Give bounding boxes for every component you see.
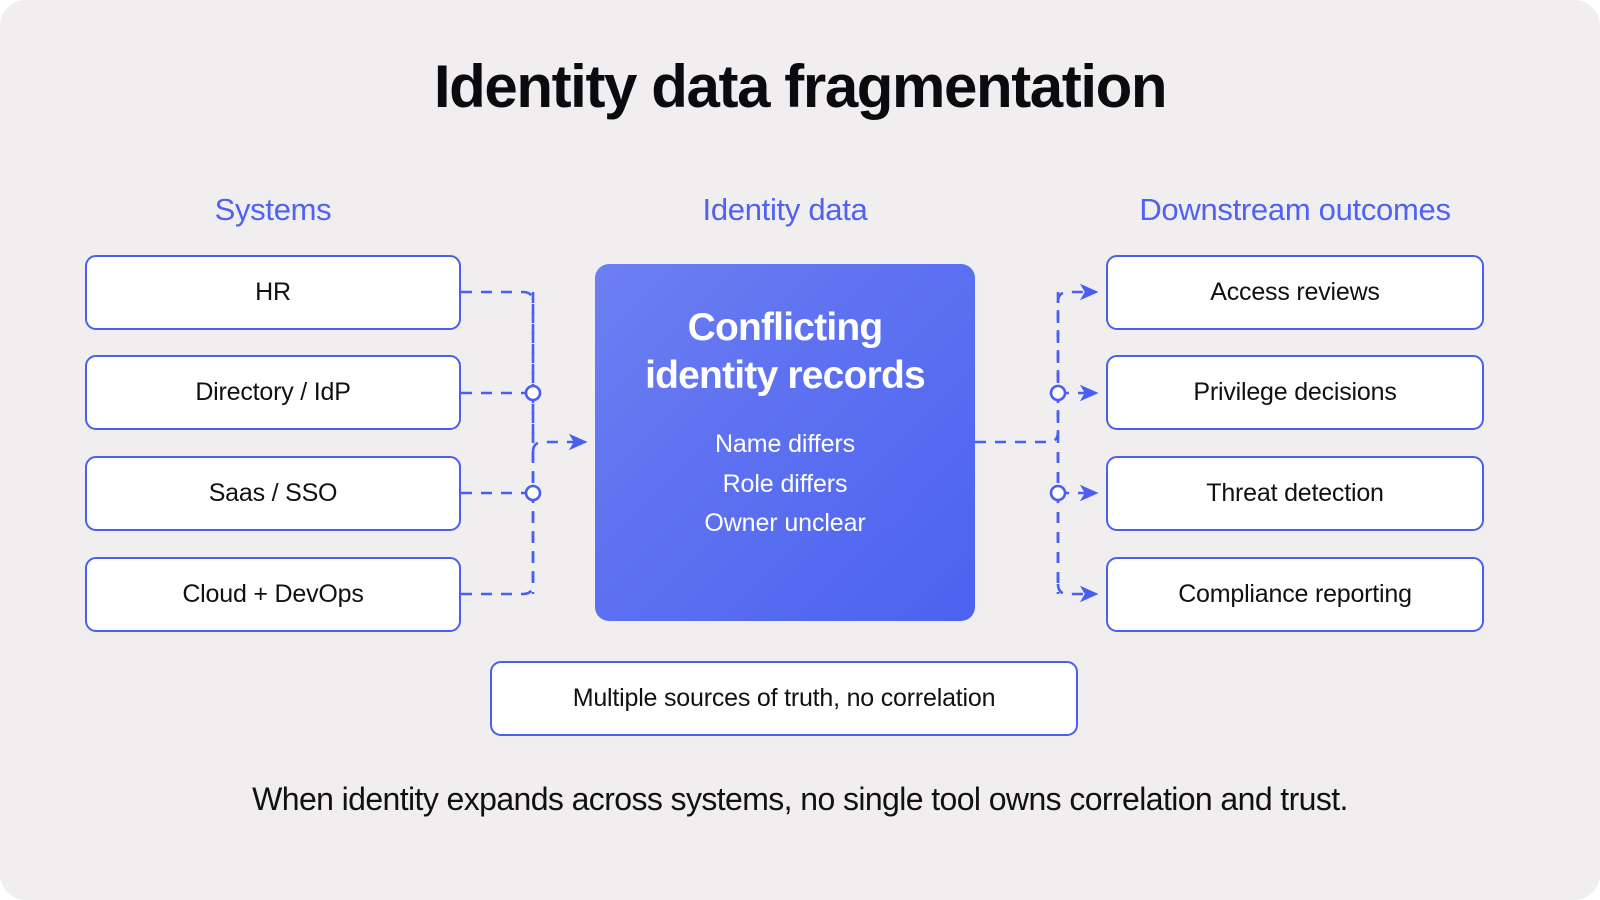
junction-dot-right-lower xyxy=(1049,484,1067,502)
wire-systems-to-hub xyxy=(531,433,588,453)
wire-systems-hr xyxy=(461,290,535,436)
column-heading-systems: Systems xyxy=(214,192,332,227)
system-node-hr[interactable]: HR xyxy=(85,255,461,330)
wire-systems-cloud xyxy=(461,452,535,596)
system-node-directory-idp[interactable]: Directory / IdP xyxy=(85,355,461,430)
caption-box: Multiple sources of truth, no correlatio… xyxy=(490,661,1078,736)
column-heading-downstream-outcomes: Downstream outcomes xyxy=(1139,192,1451,227)
junction-dot-left-upper xyxy=(524,384,542,402)
hub-detail-item: Owner unclear xyxy=(704,509,866,538)
system-node-cloud-devops[interactable]: Cloud + DevOps xyxy=(85,557,461,632)
column-heading-identity-data: Identity data xyxy=(702,192,868,227)
page-title: Identity data fragmentation xyxy=(433,53,1168,120)
outcome-node-privilege-decisions[interactable]: Privilege decisions xyxy=(1106,355,1484,430)
junction-dot-right-upper xyxy=(1049,384,1067,402)
junction-dot-left-lower xyxy=(524,484,542,502)
wire-hub-to-bus xyxy=(975,302,1060,444)
system-node-saas-sso[interactable]: Saas / SSO xyxy=(85,456,461,531)
hub-detail-item: Name differs xyxy=(714,430,856,459)
hub-detail-list: Name differs Role differs Owner unclear xyxy=(704,425,865,544)
outcome-node-access-reviews[interactable]: Access reviews xyxy=(1106,255,1484,330)
wire-outcome-compliance-reporting xyxy=(1056,583,1099,603)
identity-hub-card[interactable]: Conflicting identity records Name differ… xyxy=(595,264,975,621)
outcome-node-threat-detection[interactable]: Threat detection xyxy=(1106,456,1484,531)
hub-title: Conflicting identity records xyxy=(645,306,926,397)
wire-outcome-access-reviews xyxy=(1056,283,1099,303)
footer-text: When identity expands across systems, no… xyxy=(252,781,1348,817)
hub-detail-item: Role differs xyxy=(722,469,848,498)
outcome-node-compliance-reporting[interactable]: Compliance reporting xyxy=(1106,557,1484,632)
